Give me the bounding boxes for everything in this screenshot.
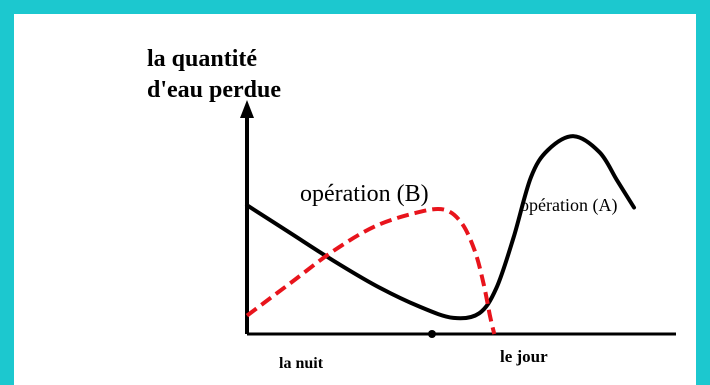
y-axis-label-line1: la quantité <box>147 46 258 72</box>
chart-frame: la quantité d'eau perdue opération (B) o… <box>14 14 696 385</box>
y-axis-label-line2: d'eau perdue <box>147 77 282 103</box>
series-a-label: opération (A) <box>520 195 618 215</box>
x-category-night: la nuit <box>279 355 324 372</box>
chart-plot <box>240 100 676 338</box>
x-axis-marker <box>428 330 436 338</box>
series-b-label: opération (B) <box>300 181 429 207</box>
series-a-line <box>245 134 636 321</box>
series-b-line <box>245 206 497 335</box>
y-axis-arrow <box>240 100 254 118</box>
x-category-day: le jour <box>500 347 548 366</box>
